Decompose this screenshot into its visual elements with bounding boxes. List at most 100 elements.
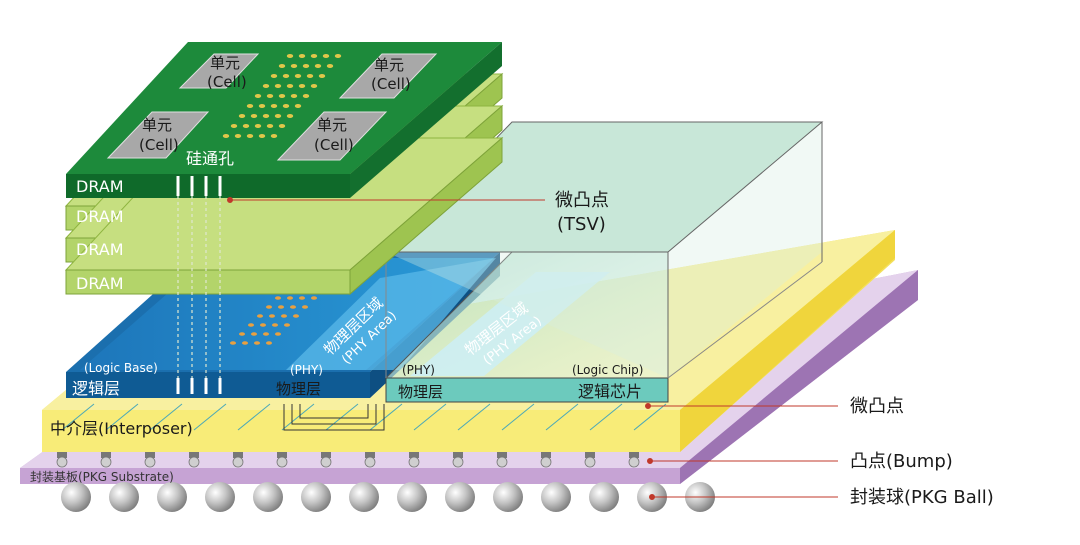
- tsv-label: 硅通孔: [186, 149, 234, 168]
- interposer-wire: [501, 403, 535, 431]
- logic-dot: [293, 314, 299, 318]
- tsv-dot: [270, 74, 278, 78]
- tsv-dot: [254, 94, 262, 98]
- cell-block-1: [178, 53, 260, 89]
- bump-pad: [145, 452, 155, 458]
- logic-dot: [248, 323, 254, 327]
- interposer-label: 中介层(Interposer): [50, 419, 193, 438]
- tsv-dot: [326, 64, 334, 68]
- logic-dot: [242, 341, 248, 345]
- interposer-wire: [237, 403, 271, 431]
- logic-dot: [260, 323, 266, 327]
- bump-pad: [321, 452, 331, 458]
- tsv-dot: [246, 134, 254, 138]
- tsv-pins: [176, 176, 222, 394]
- bump-pad: [497, 452, 507, 458]
- cell-label-1-en: (Cell): [207, 73, 247, 91]
- logic-dot: [254, 341, 260, 345]
- interposer-wire: [105, 403, 139, 431]
- pkg-ball: [157, 482, 187, 512]
- bump-pad: [57, 452, 67, 458]
- tsv-dot: [294, 104, 302, 108]
- bump: [276, 456, 288, 468]
- micro-bump-label: 微凸点: [850, 396, 904, 417]
- bump-pad: [101, 452, 111, 458]
- logic-dot: [281, 314, 287, 318]
- logic-dot: [275, 296, 281, 300]
- logic-dot: [287, 296, 293, 300]
- bump-pad: [541, 452, 551, 458]
- tsv-dot: [238, 114, 246, 118]
- tsv-dot: [302, 64, 310, 68]
- bump-label: 凸点(Bump): [850, 451, 953, 472]
- tsv-dot: [230, 124, 238, 128]
- logic-dot: [251, 332, 257, 336]
- tsv-dot: [310, 54, 318, 58]
- phy-area-left-region: [286, 258, 496, 370]
- pkg-ball: [589, 482, 619, 512]
- cell-label-1-cn: 单元: [210, 54, 240, 72]
- bump: [496, 456, 508, 468]
- tsv-dot: [254, 124, 262, 128]
- bump-array: [56, 403, 667, 468]
- bump-pad: [409, 452, 419, 458]
- interposer-wire: [281, 403, 315, 431]
- tsv-dot: [270, 134, 278, 138]
- logic-dot: [284, 323, 290, 327]
- bump: [628, 456, 640, 468]
- dram-label-4: DRAM: [76, 274, 124, 293]
- dram-stack: [64, 42, 504, 345]
- interposer-wire: [589, 403, 623, 431]
- tsv-dot: [246, 104, 254, 108]
- tsv-dot: [250, 114, 258, 118]
- tsv-dot: [282, 104, 290, 108]
- tsv-dot: [262, 84, 270, 88]
- logic-dot: [230, 341, 236, 345]
- tsv-dot: [266, 124, 274, 128]
- bump: [408, 456, 420, 468]
- logic-dot: [263, 332, 269, 336]
- bump-pad: [277, 452, 287, 458]
- logic-dot: [266, 305, 272, 309]
- tsv-dot: [298, 84, 306, 88]
- bump-pad: [629, 452, 639, 458]
- cell-block-2: [338, 53, 438, 99]
- interposer-wire: [325, 403, 359, 431]
- tsv-dot: [258, 134, 266, 138]
- micro-bump-tsv-en: (TSV): [557, 214, 606, 235]
- bump-pad: [233, 452, 243, 458]
- bump: [452, 456, 464, 468]
- pkg-ball: [541, 482, 571, 512]
- logic-chip-en: (Logic Chip): [572, 363, 643, 377]
- bump: [540, 456, 552, 468]
- bump-pad: [365, 452, 375, 458]
- dram-layer-side-face: [349, 136, 503, 296]
- bump: [584, 456, 596, 468]
- interposer-wire: [633, 403, 667, 431]
- pkg-ball: [301, 482, 331, 512]
- pkg-ball: [349, 482, 379, 512]
- tsv-dot: [286, 54, 294, 58]
- cell-block-3: [106, 111, 210, 159]
- tsv-dot: [318, 74, 326, 78]
- tsv-dot: [270, 104, 278, 108]
- interposer-traces: [283, 404, 385, 431]
- cell-label-3-cn: 单元: [142, 116, 172, 134]
- pkg-ball: [397, 482, 427, 512]
- tsv-dot: [306, 74, 314, 78]
- pkg-ball: [205, 482, 235, 512]
- tsv-dot: [266, 94, 274, 98]
- tsv-dot: [222, 134, 230, 138]
- logic-chip-cn: 逻辑芯片: [578, 382, 642, 401]
- bump: [188, 456, 200, 468]
- logic-dot: [290, 305, 296, 309]
- bump: [100, 456, 112, 468]
- interposer-wire: [457, 403, 491, 431]
- tsv-dot: [290, 64, 298, 68]
- tsv-dot: [274, 84, 282, 88]
- pkg-substrate-label: 封装基板(PKG Substrate): [30, 470, 174, 484]
- tsv-dot: [294, 74, 302, 78]
- pkg-ball: [493, 482, 523, 512]
- logic-dot: [266, 341, 272, 345]
